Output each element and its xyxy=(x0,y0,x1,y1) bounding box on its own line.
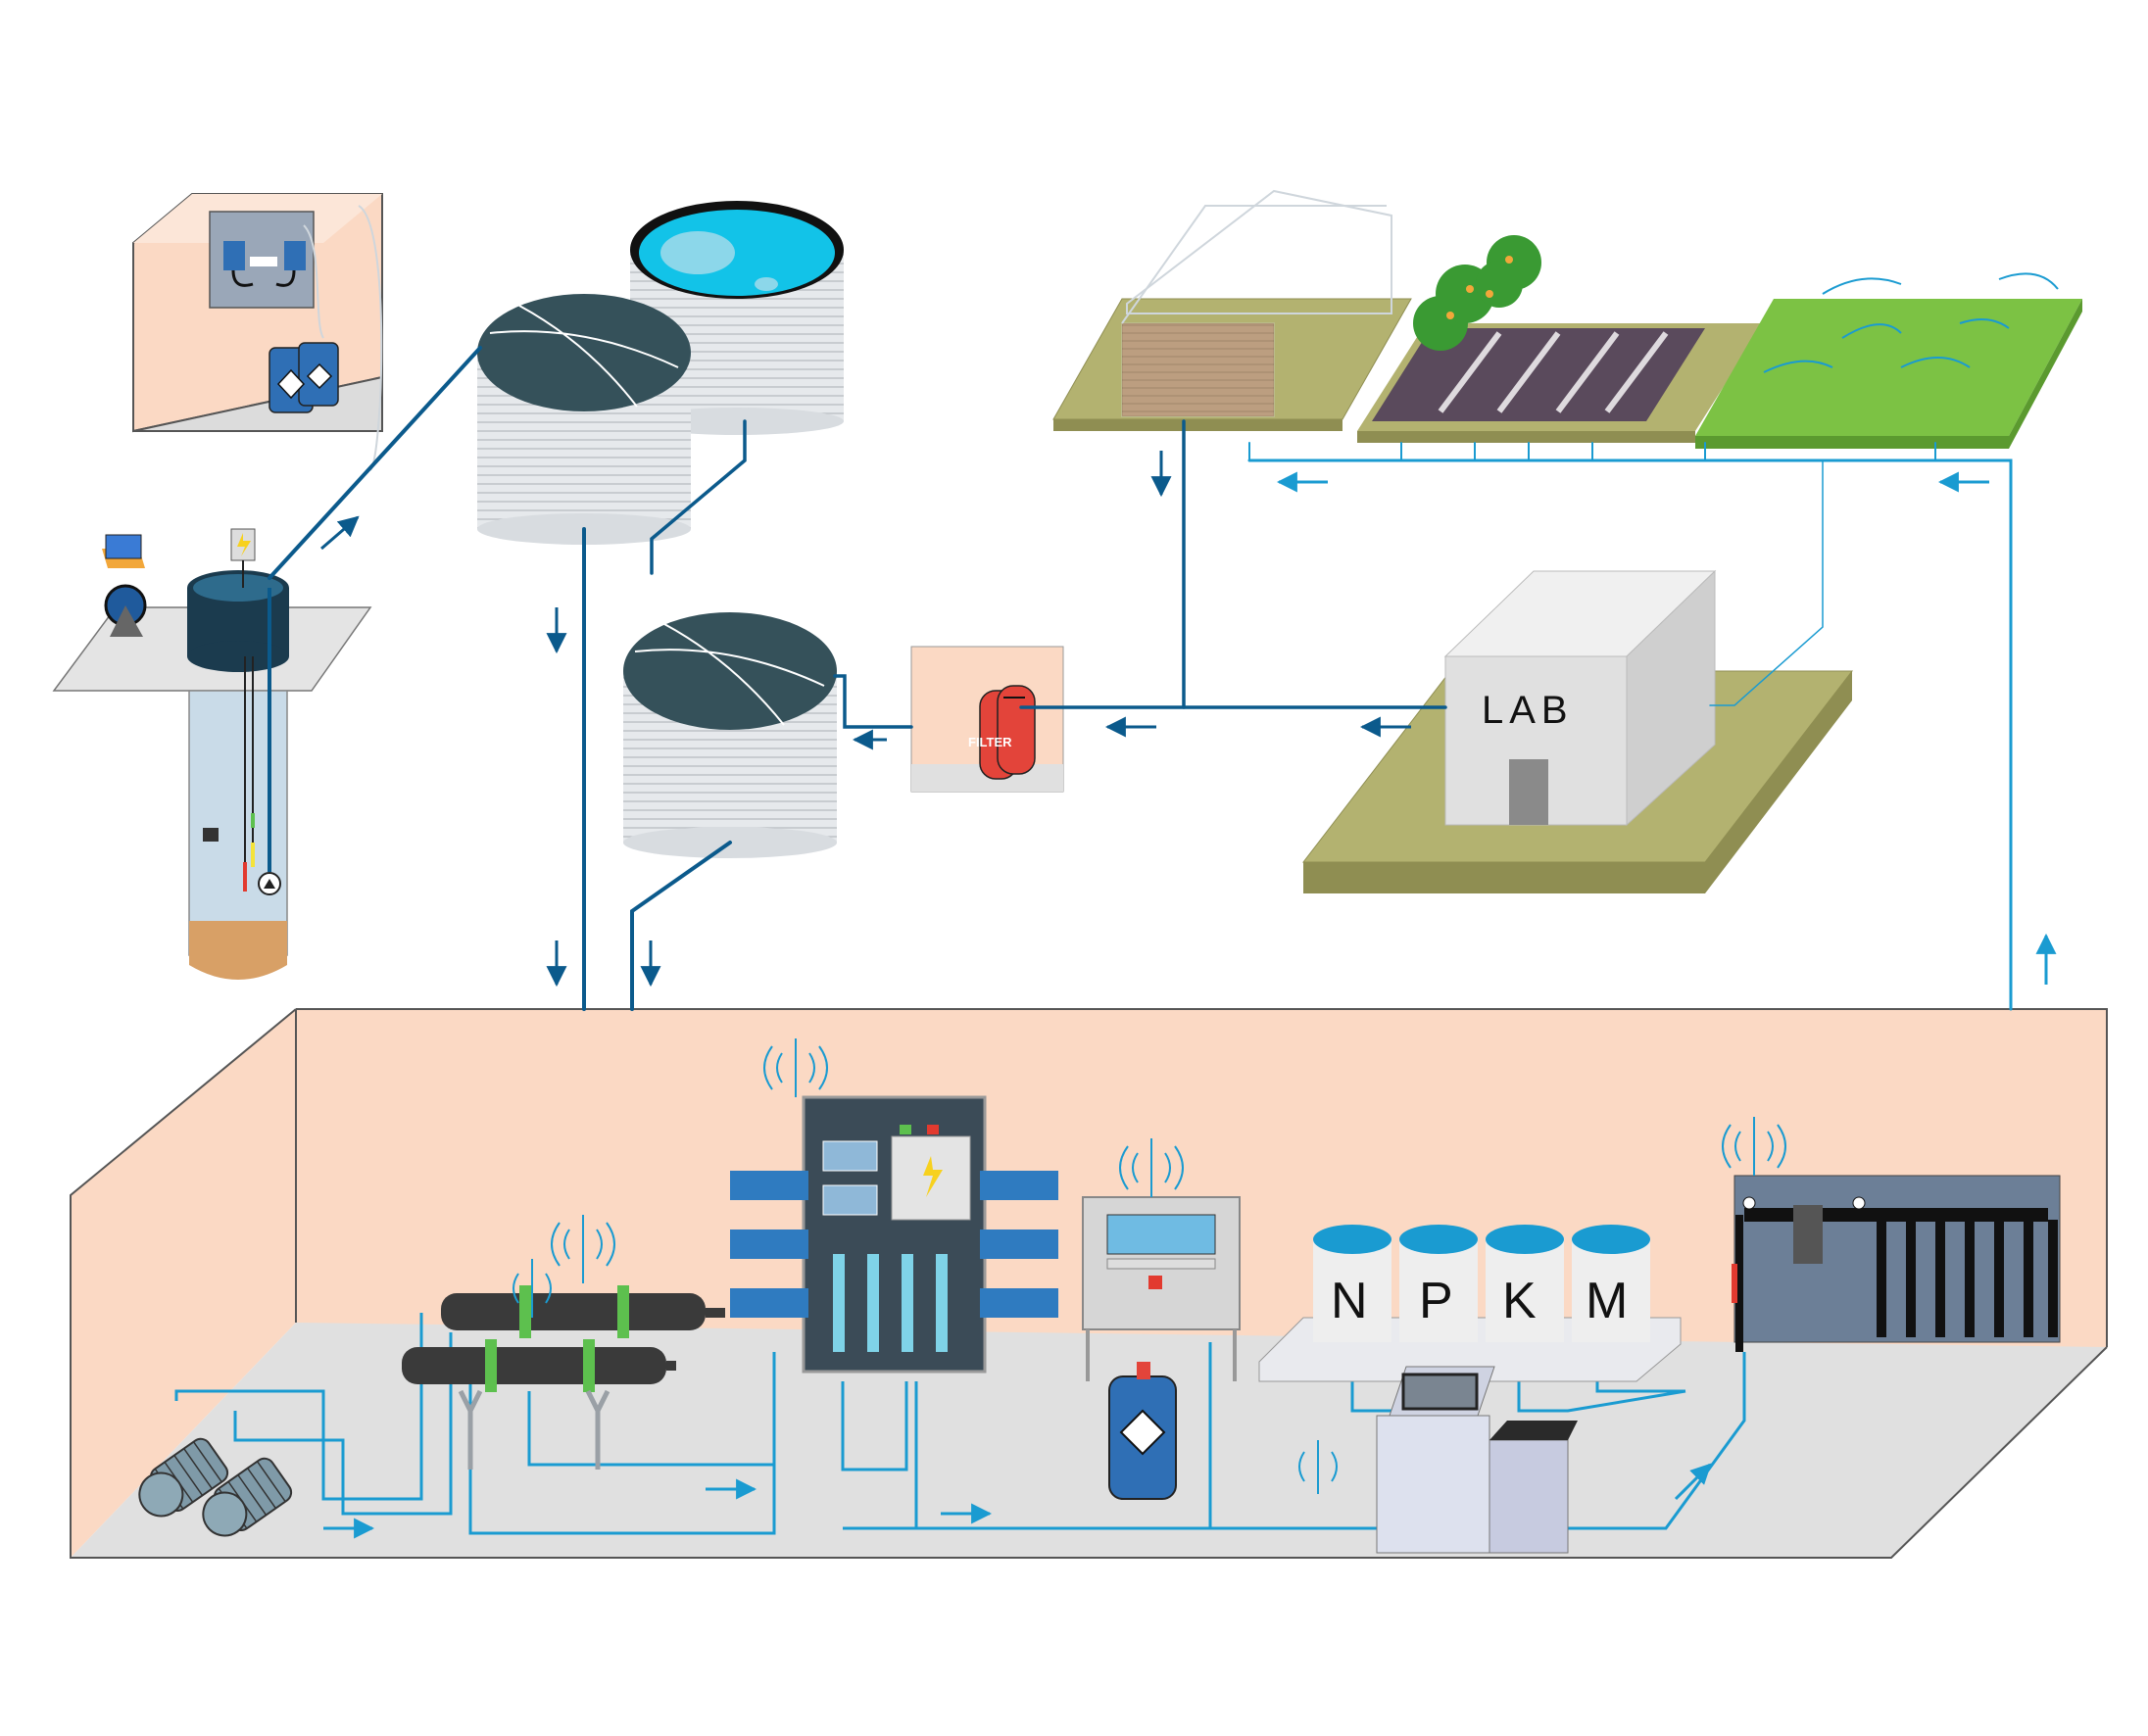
sprinkler-field-icon xyxy=(1695,272,2082,449)
tank-label-n: N xyxy=(1331,1273,1368,1329)
orchard-field-icon xyxy=(1357,235,1764,443)
reverse-osmosis-rack-icon xyxy=(730,1095,1058,1374)
flow-arrow-icon xyxy=(320,451,2057,1539)
room-pipes xyxy=(174,1313,1746,1535)
pump-motor-icon xyxy=(138,1437,293,1537)
well-pump-icon xyxy=(52,528,372,980)
room-left-wall xyxy=(71,1009,296,1558)
filter-label: FILTER xyxy=(968,735,1012,749)
tank-label-p: P xyxy=(1419,1273,1453,1329)
dosing-controller-icon xyxy=(1082,1196,1241,1381)
distribution-pipes xyxy=(268,346,2013,1011)
fertigation-machine-icon xyxy=(1376,1366,1578,1554)
chemical-canister-icon xyxy=(1108,1362,1177,1500)
lab-label: LAB xyxy=(1482,689,1574,732)
wireless-antenna-icon xyxy=(513,1038,1786,1494)
lab-building-icon: LAB xyxy=(1301,569,1854,893)
tank-label-k: K xyxy=(1502,1273,1537,1329)
chemical-control-cabinet-icon xyxy=(132,193,383,471)
uv-reactor-icon xyxy=(402,1285,725,1470)
filter-unit-icon: FILTER xyxy=(910,646,1064,793)
fertigation-tanks: N P K M xyxy=(1258,1225,1682,1382)
tank-label-m: M xyxy=(1586,1273,1628,1329)
storage-tank-closed-icon xyxy=(477,294,691,545)
chemical-canister-icon xyxy=(268,342,339,413)
irrigation-manifold-icon xyxy=(1732,1175,2061,1352)
storage-tank-closed-icon xyxy=(623,612,837,858)
room-back-wall xyxy=(296,1009,2107,1347)
greenhouse-icon xyxy=(1052,189,1412,431)
